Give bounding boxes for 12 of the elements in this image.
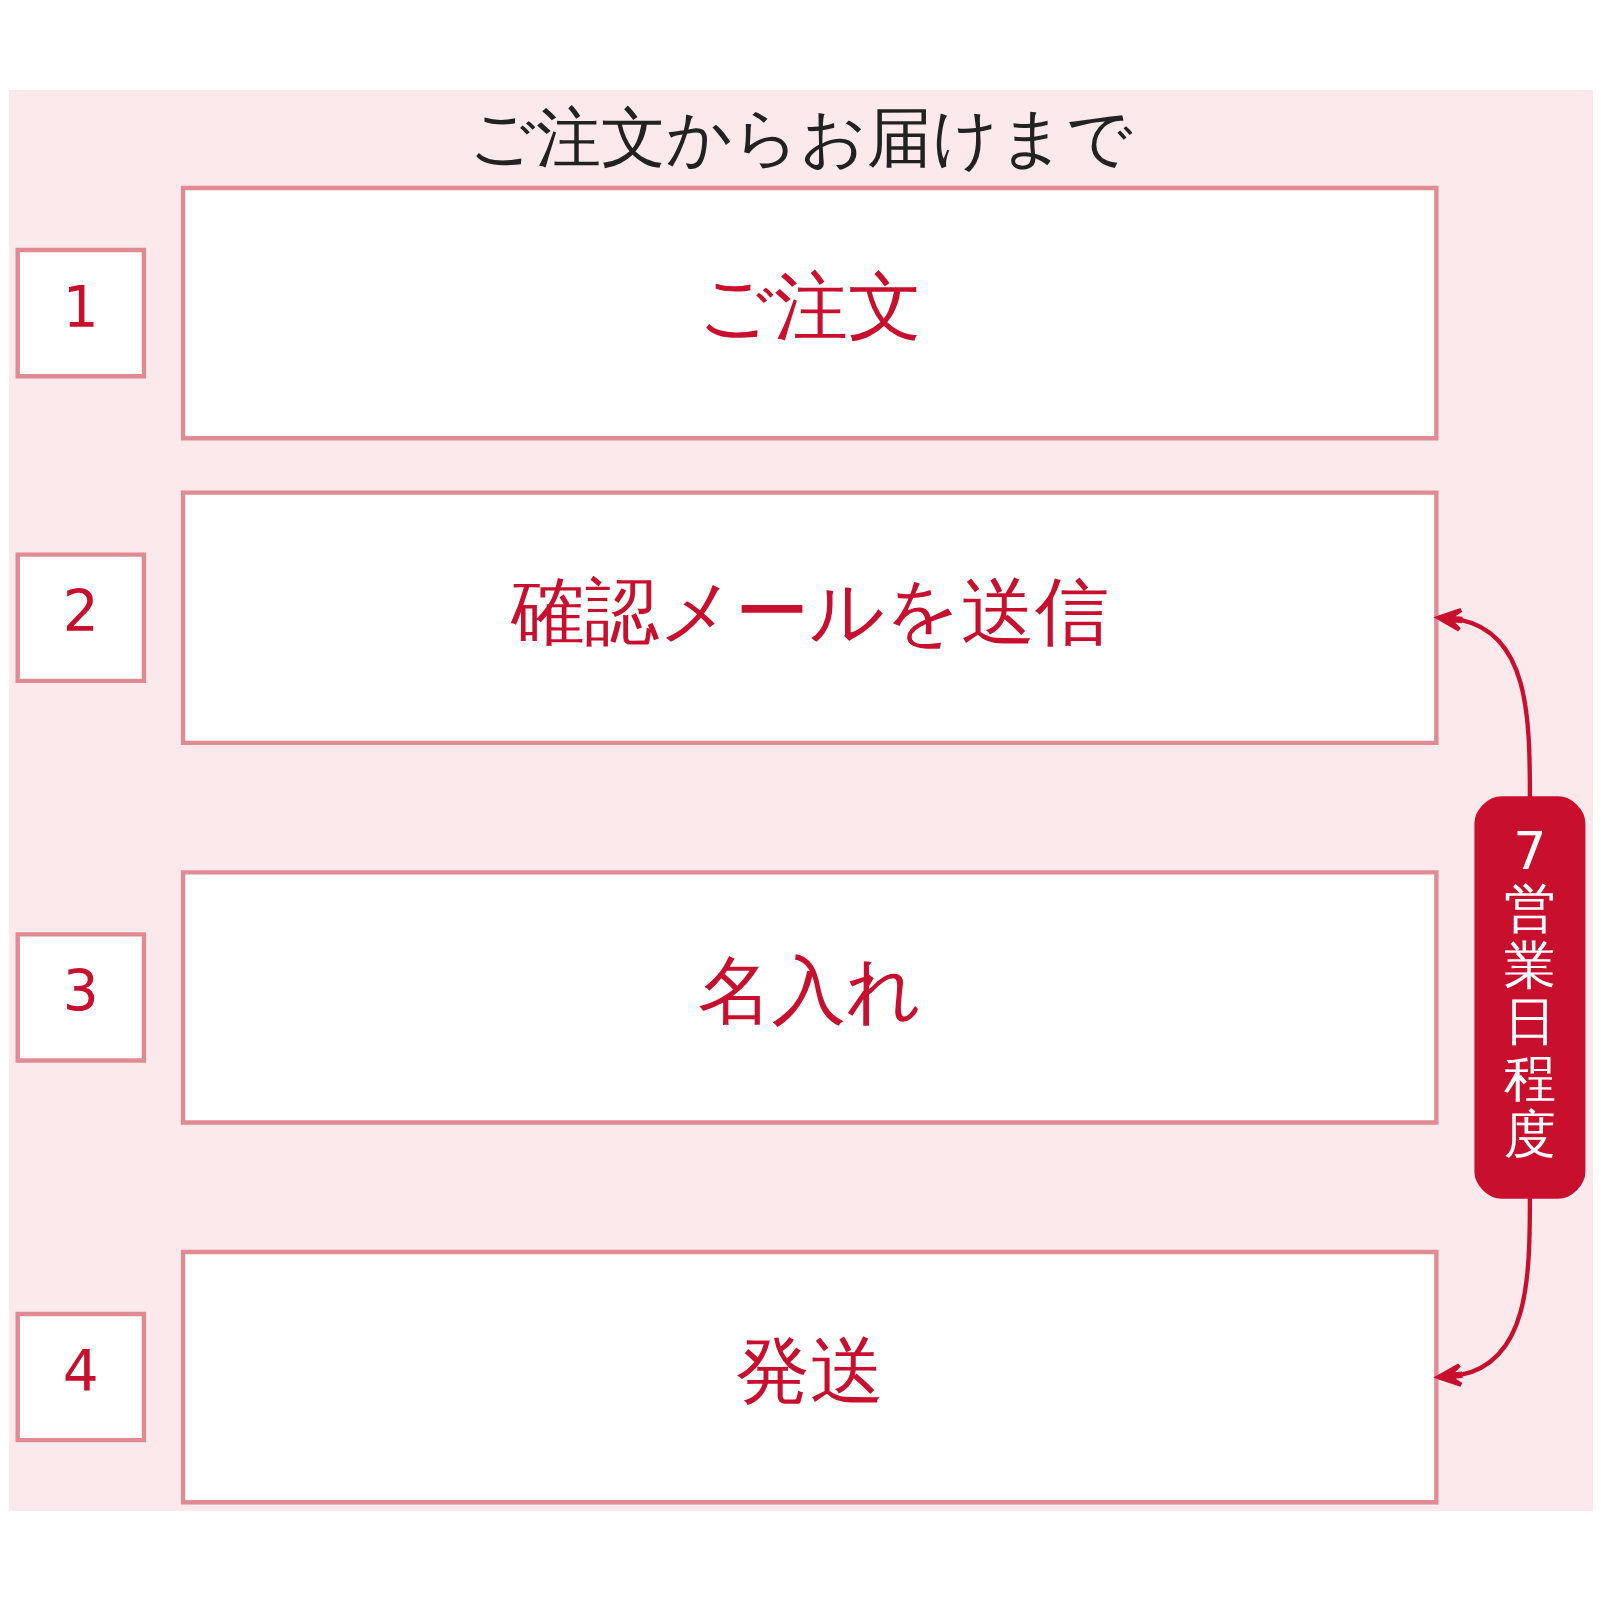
- node-box: 確認メールを送信: [180, 490, 1438, 745]
- arrow: [1435, 1197, 1532, 1387]
- diagram-title: ご注文からお届けまで: [468, 98, 1133, 175]
- node-box: 3: [15, 932, 146, 1063]
- node-box: 1: [15, 247, 146, 379]
- node-box: 発送: [180, 1249, 1438, 1505]
- node-box: 4: [15, 1311, 146, 1443]
- node-box: 名入れ: [180, 870, 1438, 1125]
- arrow: [1435, 607, 1532, 798]
- node-box: 2: [15, 552, 146, 683]
- node-box: ご注文: [180, 185, 1438, 441]
- node-box: 7営業日程度: [1473, 796, 1585, 1199]
